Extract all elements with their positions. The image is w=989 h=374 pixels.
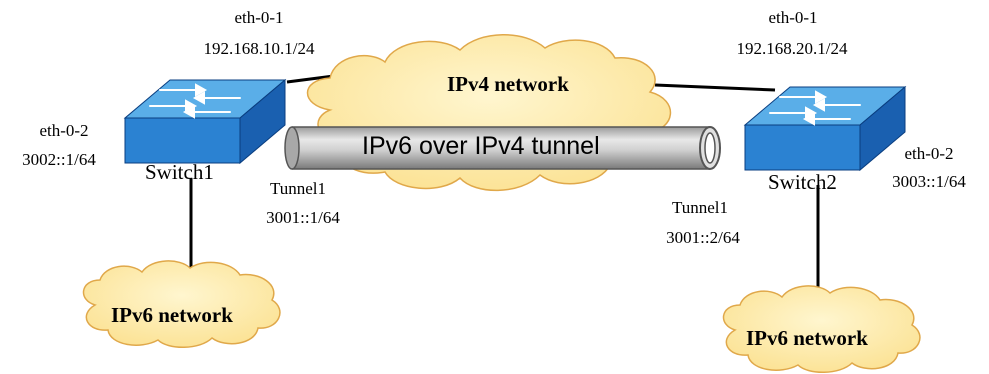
tunnel-tube bbox=[284, 126, 721, 170]
switch1-eth2-addr: 3002::1/64 bbox=[22, 150, 96, 169]
switch2-tunnel-addr: 3001::2/64 bbox=[666, 228, 740, 247]
ipv6-network-left-label: IPv6 network bbox=[111, 303, 233, 327]
switch1-tunnel-addr: 3001::1/64 bbox=[266, 208, 340, 227]
switch2-icon bbox=[743, 85, 907, 172]
tunnel-label: IPv6 over IPv4 tunnel bbox=[362, 132, 600, 160]
ipv6-cloud-right bbox=[722, 285, 921, 373]
ipv6-cloud-left bbox=[82, 260, 281, 348]
switch2-eth2-port: eth-0-2 bbox=[904, 144, 954, 163]
switch2-eth2-addr: 3003::1/64 bbox=[892, 172, 966, 191]
switch2-eth1-port: eth-0-1 bbox=[768, 8, 818, 27]
switch2-eth1-addr: 192.168.20.1/24 bbox=[736, 39, 848, 58]
switch1-name: Switch1 bbox=[145, 160, 214, 184]
switch1-eth1-addr: 192.168.10.1/24 bbox=[203, 39, 315, 58]
switch2-name: Switch2 bbox=[768, 170, 837, 194]
switch2-tunnel-name: Tunnel1 bbox=[671, 198, 729, 217]
link-ipv4-switch2 bbox=[654, 83, 776, 92]
switch1-tunnel-name: Tunnel1 bbox=[269, 179, 327, 198]
switch1-icon bbox=[123, 78, 287, 165]
ipv4-network-label: IPv4 network bbox=[447, 72, 569, 96]
ipv6-network-right-label: IPv6 network bbox=[746, 326, 868, 350]
switch1-eth2-port: eth-0-2 bbox=[39, 121, 89, 140]
switch1-eth1-port: eth-0-1 bbox=[234, 8, 284, 27]
